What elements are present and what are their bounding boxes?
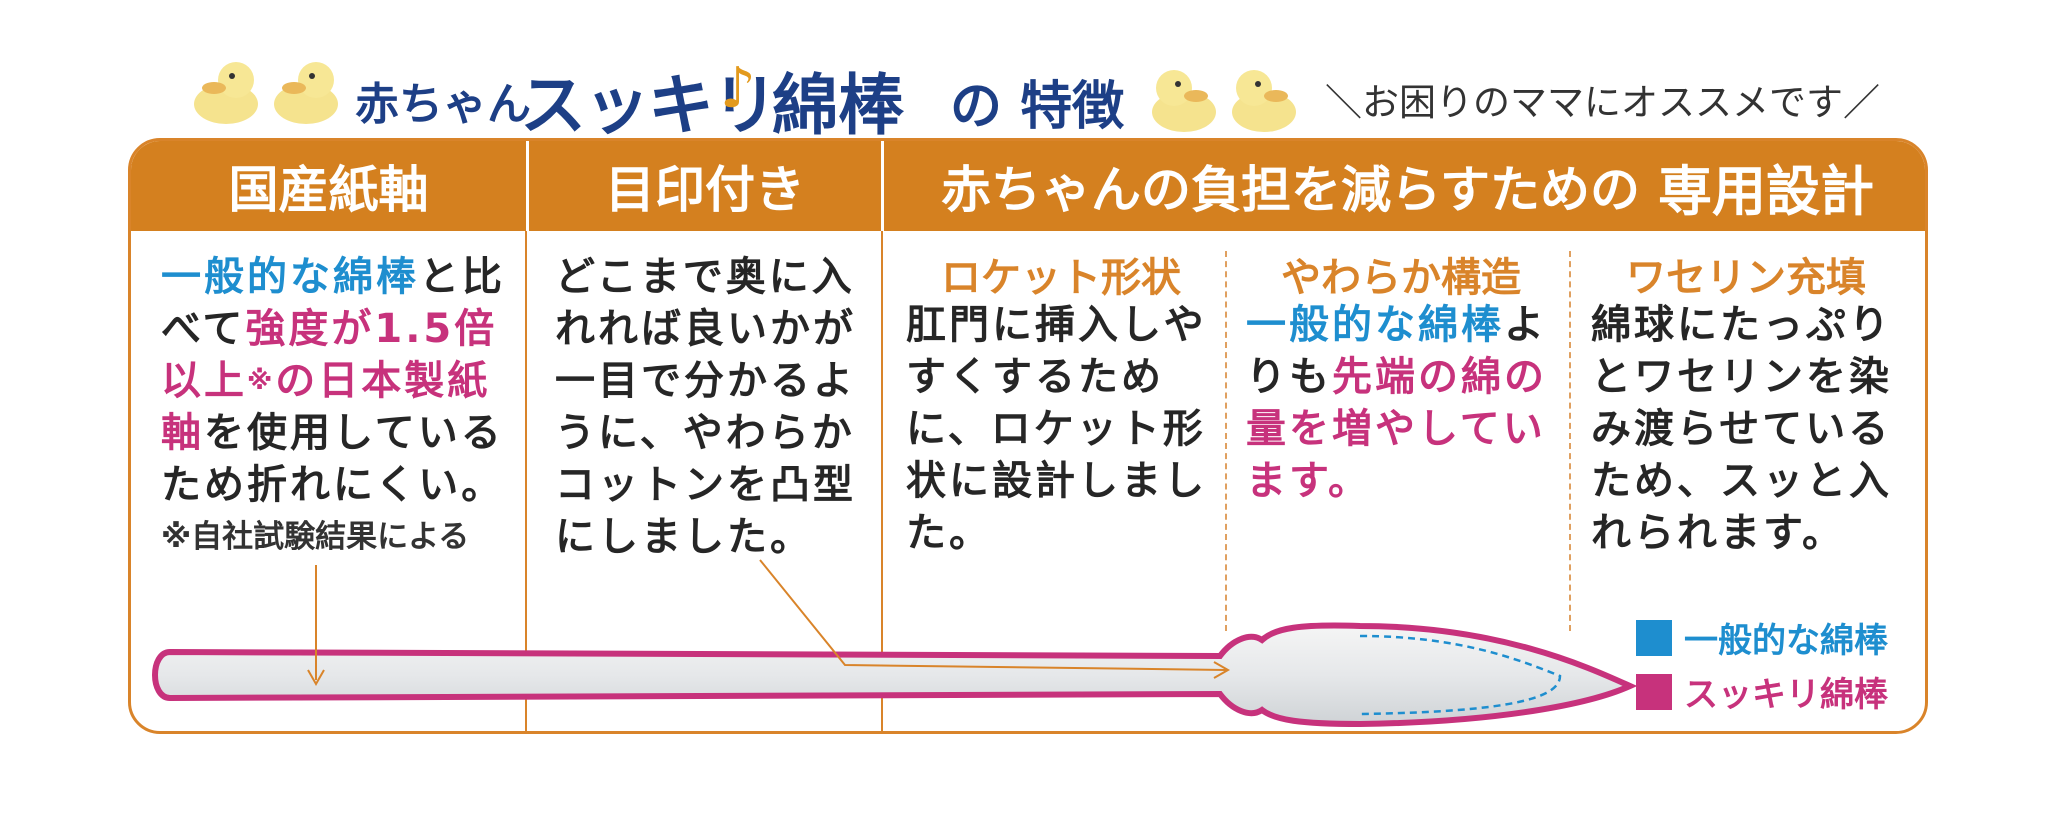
col4-blue-text: 一般的な綿棒 <box>1246 302 1504 348</box>
col5-text: 綿球にたっぷりとワセリンを染み渡らせているため、スッと入れられます。 <box>1591 302 1892 556</box>
column-divider-dotted <box>1569 251 1571 631</box>
header-col3-strong: 専用設計 <box>1658 159 1874 223</box>
column-divider <box>881 231 883 731</box>
col1-mark: ※ <box>247 366 276 396</box>
duck-icon <box>1232 70 1296 132</box>
col4-text-part: よりも <box>1246 302 1547 400</box>
header-divider <box>881 141 884 231</box>
legend-label-general: 一般的な綿棒 <box>1684 621 1888 661</box>
legend-item-sukkiri: スッキリ綿棒 <box>1636 667 1888 716</box>
col1-text-part-2: を使用しているため折れにくい。 <box>161 410 505 508</box>
legend-swatch-blue <box>1636 619 1672 656</box>
swab-outline-pink <box>152 622 1638 728</box>
swab-outline-blue <box>1359 634 1562 716</box>
header-col3-lead: 赤ちゃんの負担を減らすための <box>941 161 1640 219</box>
duck-icon <box>1152 70 1216 132</box>
brand-name: スッキリ <box>520 67 778 144</box>
col1-text: 一般的な綿棒と比べて強度が1.5倍以上※の日本製紙軸を使用しているため折れにくい… <box>161 251 511 511</box>
duck-icon <box>194 62 258 124</box>
pointer-line-col2 <box>759 559 1227 671</box>
pointer-arrow-col2 <box>1213 661 1231 679</box>
col1-text-part: と比べて <box>161 254 505 352</box>
col1-pink-text-2: の日本製紙軸 <box>161 358 491 456</box>
brand-prefix: 赤ちゃん <box>355 79 531 130</box>
col2-text: どこまで奥に入れれば良いかが一目で分かるように、やわらかコットンを凸型にしました… <box>555 254 856 560</box>
col5-title: ワセリン充填 <box>1626 255 1866 301</box>
column-divider <box>525 231 527 731</box>
col1-blue-text: 一般的な綿棒 <box>161 254 419 300</box>
col4-title: やわらか構造 <box>1281 255 1521 301</box>
col4-text-end: 。 <box>1328 458 1371 504</box>
col3-title: ロケット形状 <box>941 255 1181 301</box>
legend-swatch-pink <box>1636 673 1672 710</box>
col3-text: 肛門に挿入しやすくするために、ロケット形状に設計しました。 <box>906 302 1207 556</box>
legend-item-general: 一般的な綿棒 <box>1636 613 1888 662</box>
col1-footnote: ※自社試験結果による <box>161 519 470 555</box>
header-divider <box>526 141 529 231</box>
col4-text: 一般的な綿棒よりも先端の綿の量を増やしています。 <box>1246 299 1556 507</box>
brand-product: 綿棒 <box>772 67 904 144</box>
pointer-arrow-col1 <box>307 669 325 687</box>
header-col3: 赤ちゃんの負担を減らすための 専用設計 <box>884 141 1925 231</box>
col4-pink-text: 先端の綿の量を増やしています <box>1246 354 1547 504</box>
header-bar <box>131 141 1925 231</box>
recommend-text: ＼お困りのママにオススメです／ <box>1325 81 1880 124</box>
title-suffix: の 特徴 <box>950 77 1125 137</box>
duck-icon <box>274 62 338 124</box>
header-col2: 目印付き <box>605 161 805 219</box>
col1-pink-text: 強度が1.5倍以上 <box>161 306 498 404</box>
header-col1: 国産紙軸 <box>228 161 429 219</box>
music-note-icon: ♪ <box>720 56 756 121</box>
legend-label-sukkiri: スッキリ綿棒 <box>1684 675 1888 715</box>
features-panel: 国産紙軸 目印付き 赤ちゃんの負担を減らすための 専用設計 一般的な綿棒と比べて… <box>128 138 1928 734</box>
column-divider-dotted <box>1225 251 1227 631</box>
